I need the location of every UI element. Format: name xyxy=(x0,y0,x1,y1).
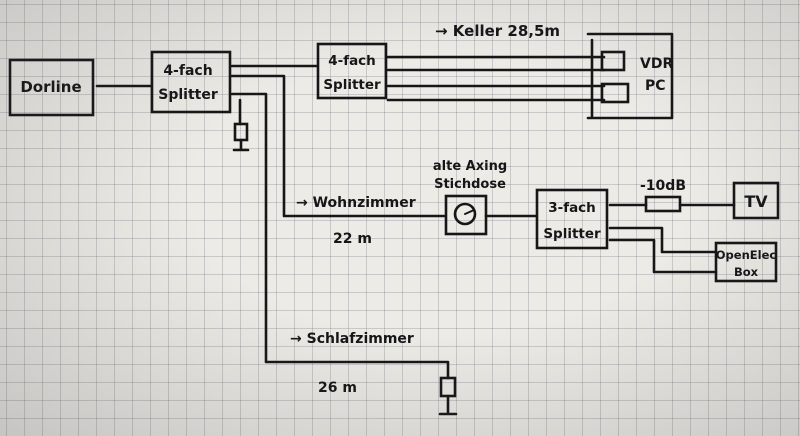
vdr-pc-box: VDR PC xyxy=(586,32,673,120)
openelec-box: OpenElec Box xyxy=(714,241,778,283)
vdr-label: VDR xyxy=(640,56,673,72)
tv-box: TV xyxy=(732,181,780,220)
wall-socket-line1: alte Axing xyxy=(433,159,507,174)
splitter-three: 3-fach Splitter xyxy=(535,188,609,250)
splitter-cellar-line1: 4-fach xyxy=(328,53,376,69)
attenuator-label: -10dB xyxy=(640,178,686,194)
living-route-length: 22 m xyxy=(333,231,372,247)
bedroom-route-label: → Schlafzimmer xyxy=(290,331,414,347)
wall-socket: alte Axing Stichdose xyxy=(433,159,507,236)
terminator-main xyxy=(232,122,250,152)
splitter-cellar-line2: Splitter xyxy=(323,77,381,93)
bedroom-route-length: 26 m xyxy=(318,380,357,396)
attenuator xyxy=(644,195,682,213)
wall-socket-line2: Stichdose xyxy=(434,177,506,192)
splitter-three-line2: Splitter xyxy=(543,226,601,242)
openelec-line1: OpenElec xyxy=(716,248,777,262)
cellar-route-label: → Keller 28,5m xyxy=(435,22,560,40)
cable-to-openelec-1 xyxy=(608,226,718,254)
cable-to-openelec-2 xyxy=(608,238,718,274)
cable-to-bedroom xyxy=(230,92,450,380)
splitter-main-line2: Splitter xyxy=(158,87,218,103)
pc-label: PC xyxy=(645,78,666,94)
splitter-main-line1: 4-fach xyxy=(163,63,212,79)
splitter-cellar: 4-fach Splitter xyxy=(316,42,388,100)
tv-label: TV xyxy=(744,192,768,211)
living-route-label: → Wohnzimmer xyxy=(296,195,416,211)
terminator-bedroom xyxy=(438,376,458,416)
source-box: Dorline xyxy=(8,58,95,117)
splitter-three-line1: 3-fach xyxy=(548,200,596,216)
cable-to-living-room xyxy=(230,74,332,218)
openelec-line2: Box xyxy=(734,265,759,279)
source-box-label: Dorline xyxy=(20,78,81,96)
splitter-main: 4-fach Splitter xyxy=(150,50,232,114)
